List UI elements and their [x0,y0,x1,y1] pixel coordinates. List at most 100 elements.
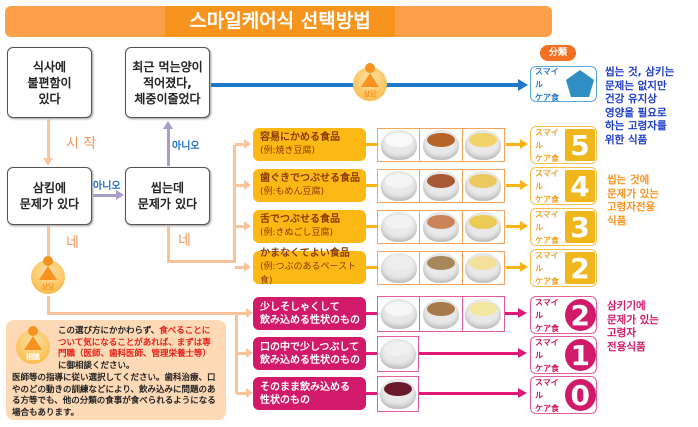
no-label-swallow: 아니오 [93,181,121,192]
title-bar-right [395,6,552,37]
yellow-arrow [506,143,522,146]
arrow-head-right [244,139,251,149]
arrow-head-right [520,139,528,149]
yellow-branch-trunk [233,145,236,263]
pink-branch-arrow [237,352,247,355]
arrow-head-right [244,262,251,272]
yellow-category-3: かまなくてよい食品 (例:つぶのあるペースト食) [253,248,366,286]
food-photo [378,297,421,331]
arrow-head-right [520,180,528,190]
food-photo [463,297,504,331]
smile-care-badge-pink-2: スマイル ケア食 2 [530,296,597,334]
yellow-category-0: 容易にかめる食品 (例:焼き豆腐) [253,128,366,161]
arrow-head-right [244,221,251,231]
arrow-head-right [116,190,124,200]
description-yellow: 씹는 것에 문제가 있는 고령자전용 식품 [607,174,659,227]
food-photo [420,129,463,161]
start-label: 시 작 [66,136,97,152]
flow-line-yes-swallow-h [47,312,237,315]
food-photo-strip [377,169,505,203]
title-bar-center [165,6,395,37]
food-photo-strip [377,296,505,332]
pink-branch-arrow [237,392,247,395]
badge-label: スマイル ケア食 [535,168,559,204]
page-title: 스마일케어식 선택방법 [189,10,371,32]
arrow-head-right [246,348,253,358]
yes-label-swallow: 네 [66,235,79,251]
yellow-arrow [506,184,522,187]
pink-connector [366,352,378,355]
smile-care-badge-blue: スマイル ケア食 [530,66,597,102]
yellow-arrow [506,266,522,269]
badge-level: 3 [565,211,595,244]
food-photo [378,252,421,284]
food-photo-strip [377,376,419,412]
category-example: (例:つぶのあるペースト食) [260,262,357,286]
flow-line-no-swallow [93,194,117,197]
category-example: (例:きぬごし豆腐) [260,228,334,238]
pink-connector [366,392,378,395]
food-photo [463,252,504,284]
food-photo [378,337,418,371]
yellow-connector [366,225,378,228]
question-chewing: 씹는데 문제가 있다 [125,167,210,225]
yes-label-chew: 네 [178,233,191,249]
smile-care-badge-pink-1: スマイル ケア食 1 [530,336,597,374]
consult-icon-note: 相談 [15,326,51,366]
note-box: 相談 この選び方にかかわらず、食べることについて気になることがあれば、まずは専門… [6,320,226,420]
badge-label: スマイル ケア食 [535,209,559,245]
arrow-head-right [518,348,527,358]
badge-label: スマイル ケア食 [535,377,559,413]
pink-arrow [419,352,520,355]
yellow-connector [366,184,378,187]
food-photo [463,170,504,202]
pink-category-1: 口の中で少しつぶして 飲み込める性状のもの [253,337,366,370]
note-body: 医師等の指導に従い選択してください。歯科治療、口やのどの動きの訓練などにより、飲… [12,373,216,418]
badge-level: 2 [564,299,596,332]
flow-line-no-chew [167,128,170,166]
arrow-head-up [163,121,173,129]
smile-care-badge-5: スマイル ケア食 5 [530,126,597,164]
category-example: (例:焼き豆腐) [260,146,316,156]
badge-level: 5 [565,129,595,162]
arrow-head-right [246,308,253,318]
yellow-category-2: 舌でつぶせる食品(例:きぬごし豆腐) [253,210,366,243]
smile-care-badge-3: スマイル ケア食 3 [530,208,597,246]
pink-category-0: 少しそしゃくして 飲み込める性状のもの [253,297,366,330]
badge-label: スマイル ケア食 [535,297,559,333]
category-title: かまなくてよい食品 [260,248,350,259]
badge-level: 4 [565,170,595,203]
question-swallowing: 삼킴에 문제가 있다 [7,167,92,225]
arrow-head-right [246,388,253,398]
category-example: (例:もめん豆腐) [260,187,325,197]
yellow-branch-arrow [235,266,245,269]
food-photo-strip [377,128,505,162]
pink-arrow [505,312,520,315]
flow-line-yes-chew [167,226,170,262]
arrow-head-right [520,221,528,231]
badge-label: スマイル ケア食 [535,250,559,286]
yellow-branch-arrow [235,225,245,228]
food-photo [420,211,463,243]
question-weight-loss: 최근 먹는양이 적어졌다, 체중이줄었다 [125,47,210,118]
food-photo-strip [377,210,505,244]
food-photo-strip [377,251,505,285]
smile-care-badge-4: スマイル ケア食 4 [530,167,597,205]
consult-icon-swallow-path: 상담 [30,256,66,296]
arrow-head-down [43,158,53,166]
food-photo [378,170,421,202]
badge-level: 0 [564,379,596,412]
badge-level: 1 [564,339,596,372]
category-title: 容易にかめる食品 [260,132,340,143]
question-eating-difficulty: 식사에 불편함이 있다 [7,47,92,118]
category-header: 分類 [540,45,576,61]
category-title: 歯ぐきでつぶせる食品 [260,173,360,184]
smile-care-badge-2: スマイル ケア食 2 [530,249,597,287]
note-intro: この選び方にかかわらず、食べることについて気になることがあれば、まずは専門職（医… [58,326,212,371]
flow-line-yes-swallow [47,226,50,256]
pentagon-icon [566,70,594,97]
yellow-arrow [506,225,522,228]
arrow-head-right [520,262,528,272]
food-photo [420,297,463,331]
pink-branch-arrow [237,312,247,315]
